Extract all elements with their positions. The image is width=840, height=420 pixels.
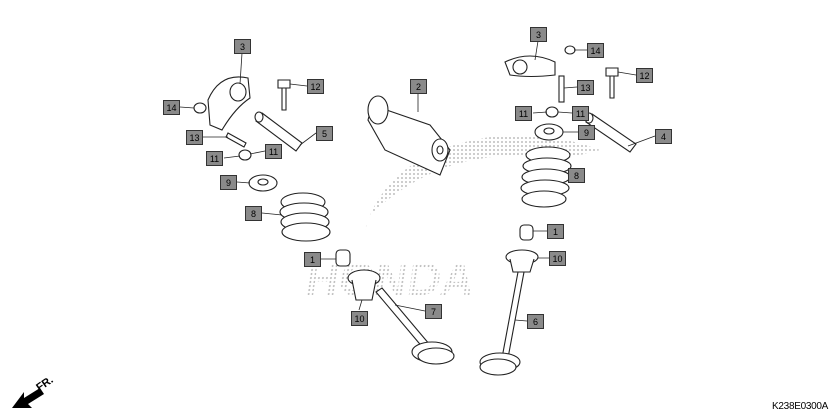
seal-right xyxy=(519,224,534,241)
callout-2[interactable]: 2 xyxy=(410,79,427,94)
spring-seat-right xyxy=(505,249,539,273)
retainer-right xyxy=(534,123,564,141)
callout-11[interactable]: 11 xyxy=(572,106,589,121)
valve-left xyxy=(375,287,455,365)
camshaft xyxy=(367,95,451,176)
rocker-arm-left xyxy=(207,76,251,131)
callout-13[interactable]: 13 xyxy=(186,130,203,145)
callout-14[interactable]: 14 xyxy=(163,100,180,115)
spring-left xyxy=(279,192,331,242)
seal-left xyxy=(335,249,351,267)
adjuster-screw-right xyxy=(558,75,565,103)
callout-10[interactable]: 10 xyxy=(351,311,368,326)
callout-10[interactable]: 10 xyxy=(549,251,566,266)
callout-9[interactable]: 9 xyxy=(220,175,237,190)
svg-text:HONDA: HONDA xyxy=(302,253,478,305)
cotter-right xyxy=(545,106,559,118)
bolt-left xyxy=(277,79,291,111)
adjuster-screw-left xyxy=(225,132,247,148)
callout-12[interactable]: 12 xyxy=(307,79,324,94)
callout-4[interactable]: 4 xyxy=(655,129,672,144)
callout-7[interactable]: 7 xyxy=(425,304,442,319)
valve-right xyxy=(479,271,525,376)
callout-6[interactable]: 6 xyxy=(527,314,544,329)
callout-11[interactable]: 11 xyxy=(206,151,223,166)
callout-1[interactable]: 1 xyxy=(304,252,321,267)
callout-11[interactable]: 11 xyxy=(515,106,532,121)
callout-5[interactable]: 5 xyxy=(316,126,333,141)
leader-lines xyxy=(179,40,656,322)
front-arrow-icon xyxy=(12,388,44,408)
nut-right xyxy=(564,45,576,55)
callout-13[interactable]: 13 xyxy=(577,80,594,95)
rocker-shaft-left xyxy=(254,111,303,152)
callout-9[interactable]: 9 xyxy=(578,125,595,140)
callout-11[interactable]: 11 xyxy=(265,144,282,159)
spring-seat-left xyxy=(347,269,381,301)
callout-12[interactable]: 12 xyxy=(636,68,653,83)
spring-right xyxy=(520,146,572,208)
diagram-code: K238E0300A xyxy=(772,401,828,412)
callout-8[interactable]: 8 xyxy=(568,168,585,183)
retainer-left xyxy=(248,174,278,192)
callout-8[interactable]: 8 xyxy=(245,206,262,221)
bolt-right xyxy=(605,67,619,99)
nut-left xyxy=(193,102,207,114)
callout-1[interactable]: 1 xyxy=(547,224,564,239)
callout-3[interactable]: 3 xyxy=(234,39,251,54)
cotter-left xyxy=(238,149,252,161)
callout-3[interactable]: 3 xyxy=(530,27,547,42)
rocker-arm-right xyxy=(504,55,556,78)
callout-14[interactable]: 14 xyxy=(587,43,604,58)
